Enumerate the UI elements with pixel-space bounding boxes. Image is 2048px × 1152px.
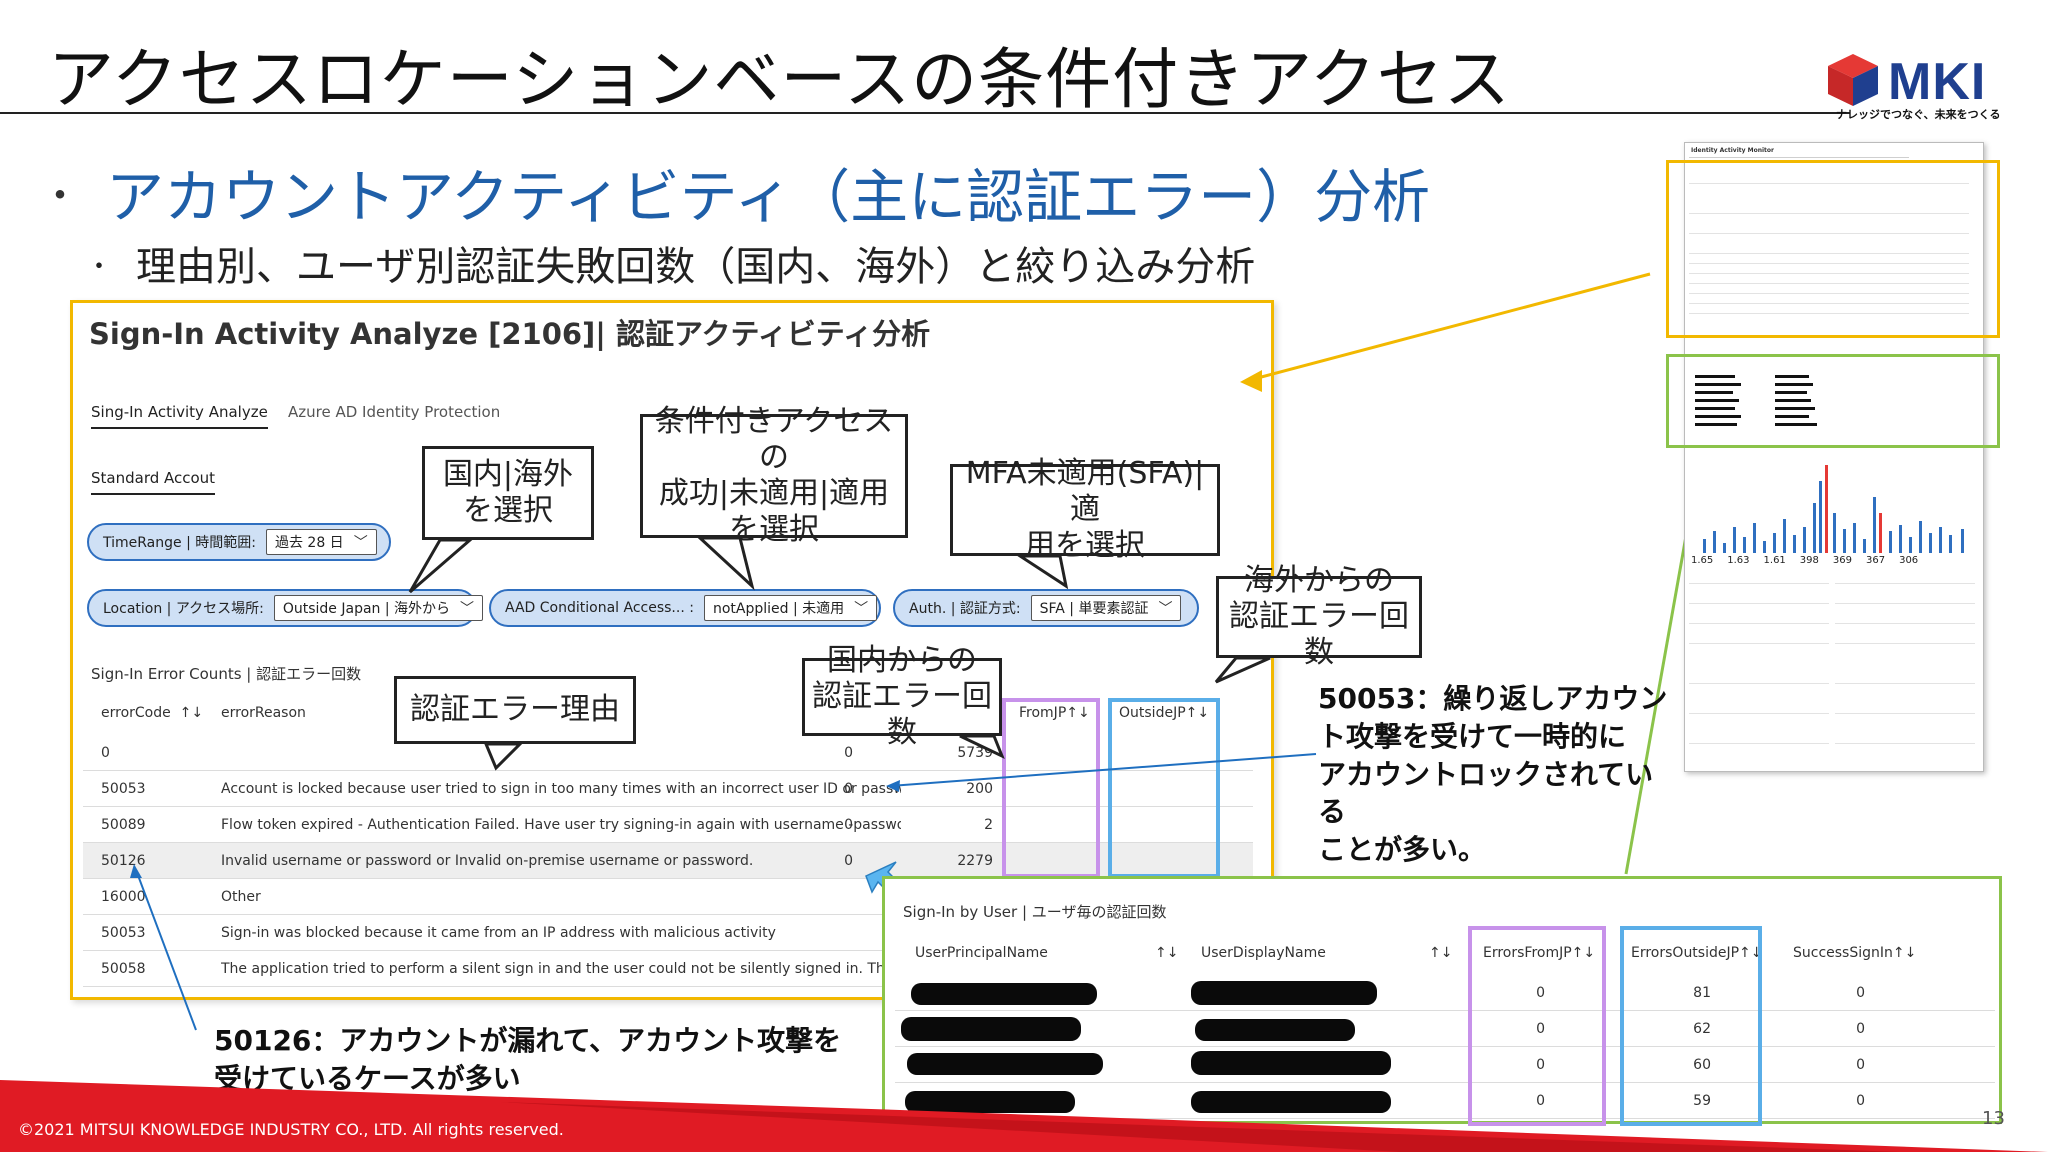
timerange-filter: TimeRange | 時間範囲: 過去 28 日﹀ xyxy=(87,523,391,561)
col-error-reason[interactable]: errorReason xyxy=(221,705,306,721)
page-number: 13 xyxy=(1982,1108,2005,1129)
callout-error-reason: 認証エラー理由 xyxy=(394,676,636,744)
dashboard-thumbnail: Identity Activity Monitor xyxy=(1684,142,1984,772)
chevron-down-icon: ﹀ xyxy=(460,601,475,617)
title-divider xyxy=(0,112,1850,114)
sort-icon[interactable]: ↑↓ xyxy=(1155,945,1179,961)
chevron-down-icon: ﹀ xyxy=(854,601,869,617)
cube-logo-icon xyxy=(1828,54,1878,106)
sort-icon: ↑↓ xyxy=(179,705,204,721)
tab-identity-protection[interactable]: Azure AD Identity Protection xyxy=(288,403,501,421)
col-errors-from-jp[interactable]: ErrorsFromJP↑↓ xyxy=(1483,945,1596,961)
error-counts-title: Sign-In Error Counts | 認証エラー回数 xyxy=(91,665,362,683)
panel-title: Sign-In Activity Analyze [2106]| 認証アクティビ… xyxy=(89,317,931,351)
col-user-display-name[interactable]: UserDisplayName xyxy=(1201,945,1326,961)
col-errors-outside-jp[interactable]: ErrorsOutsideJP↑↓ xyxy=(1631,945,1763,961)
col-outside-jp[interactable]: OutsideJP↑↓ xyxy=(1119,705,1210,721)
col-user-principal-name[interactable]: UserPrincipalName xyxy=(915,945,1048,961)
table-row[interactable]: 0 62 0 xyxy=(895,1011,1995,1047)
redacted-user xyxy=(1191,1051,1391,1075)
callout-domestic-overseas: 国内|海外 を選択 xyxy=(422,446,594,540)
col-from-jp[interactable]: FromJP↑↓ xyxy=(1019,705,1090,721)
bullet-sub: ・理由別、ユーザ別認証失敗回数（国内、海外）と絞り込み分析 xyxy=(86,244,1256,290)
table-row[interactable]: 0 60 0 xyxy=(895,1047,1995,1083)
tab-standard-account[interactable]: Standard Accout xyxy=(91,469,216,495)
thumbnail-title: Identity Activity Monitor xyxy=(1691,147,1774,154)
chevron-down-icon: ﹀ xyxy=(1158,601,1173,617)
sort-icon[interactable]: ↑↓ xyxy=(1429,945,1453,961)
errors-from-jp-highlight xyxy=(1468,926,1606,1126)
logo-tagline: ナレッジでつなぐ、未来をつくる xyxy=(1836,108,2001,121)
thumbnail-yellow-highlight xyxy=(1666,160,2000,338)
company-logo: MKI ナレッジでつなぐ、未来をつくる xyxy=(1826,52,2026,122)
location-filter: Location | アクセス場所: Outside Japan | 海外から﹀ xyxy=(87,589,484,627)
redacted-user xyxy=(905,1091,1075,1113)
redacted-user xyxy=(1195,1019,1355,1041)
slide-title: アクセスロケーションベースの条件付きアクセス xyxy=(48,41,1511,118)
table-row[interactable]: 0 81 0 xyxy=(895,975,1995,1011)
redacted-user xyxy=(1191,981,1377,1005)
table-row[interactable]: 0 59 0 xyxy=(895,1083,1995,1119)
redacted-user xyxy=(911,983,1097,1005)
thumbnail-green-highlight xyxy=(1666,354,2000,448)
bullet-main: ・アカウントアクティビティ（主に認証エラー）分析 xyxy=(40,163,1431,231)
redacted-user xyxy=(901,1017,1081,1041)
tab-sign-in-activity[interactable]: Sing-In Activity Analyze xyxy=(91,403,268,429)
errors-outside-jp-highlight xyxy=(1620,926,1762,1126)
note-50126: 50126：アカウントが漏れて、アカウント攻撃を 受けているケースが多い xyxy=(214,1024,842,1095)
timerange-dropdown[interactable]: 過去 28 日﹀ xyxy=(265,529,377,555)
auth-method-dropdown[interactable]: SFA | 単要素認証﹀ xyxy=(1030,595,1182,621)
thumbnail-bar-chart xyxy=(1693,453,1973,553)
location-dropdown[interactable]: Outside Japan | 海外から﹀ xyxy=(273,595,484,621)
sign-in-by-user-panel: Sign-In by User | ユーザ毎の認証回数 UserPrincipa… xyxy=(882,876,2002,1124)
col-success-signin[interactable]: SuccessSignIn↑↓ xyxy=(1793,945,1917,961)
redacted-user xyxy=(1191,1091,1391,1113)
copyright-text: ©2021 MITSUI KNOWLEDGE INDUSTRY CO., LTD… xyxy=(18,1120,564,1139)
footer-band xyxy=(0,1080,2048,1152)
auth-method-filter: Auth. | 認証方式: SFA | 単要素認証﹀ xyxy=(893,589,1199,627)
conditional-access-dropdown[interactable]: notApplied | 未適用﹀ xyxy=(703,595,878,621)
callout-mfa: MFA未適用(SFA)|適 用を選択 xyxy=(950,456,1220,563)
logo-wordmark: MKI xyxy=(1888,53,1987,111)
col-error-code[interactable]: errorCode ↑↓ xyxy=(101,705,204,721)
callout-overseas-errors: 海外からの 認証エラー回数 xyxy=(1216,563,1422,670)
redacted-user xyxy=(907,1053,1103,1075)
conditional-access-filter: AAD Conditional Access... : notApplied |… xyxy=(489,589,881,627)
chevron-down-icon: ﹀ xyxy=(353,535,368,551)
note-50053: 50053：繰り返しアカウン ト攻撃を受けて一時的に アカウントロックされている… xyxy=(1318,682,1668,867)
callout-conditional-access: 条件付きアクセスの 成功|未適用|適用 を選択 xyxy=(640,404,908,547)
callout-domestic-errors: 国内からの 認証エラー回数 xyxy=(802,643,1002,750)
user-panel-title: Sign-In by User | ユーザ毎の認証回数 xyxy=(903,903,1167,921)
